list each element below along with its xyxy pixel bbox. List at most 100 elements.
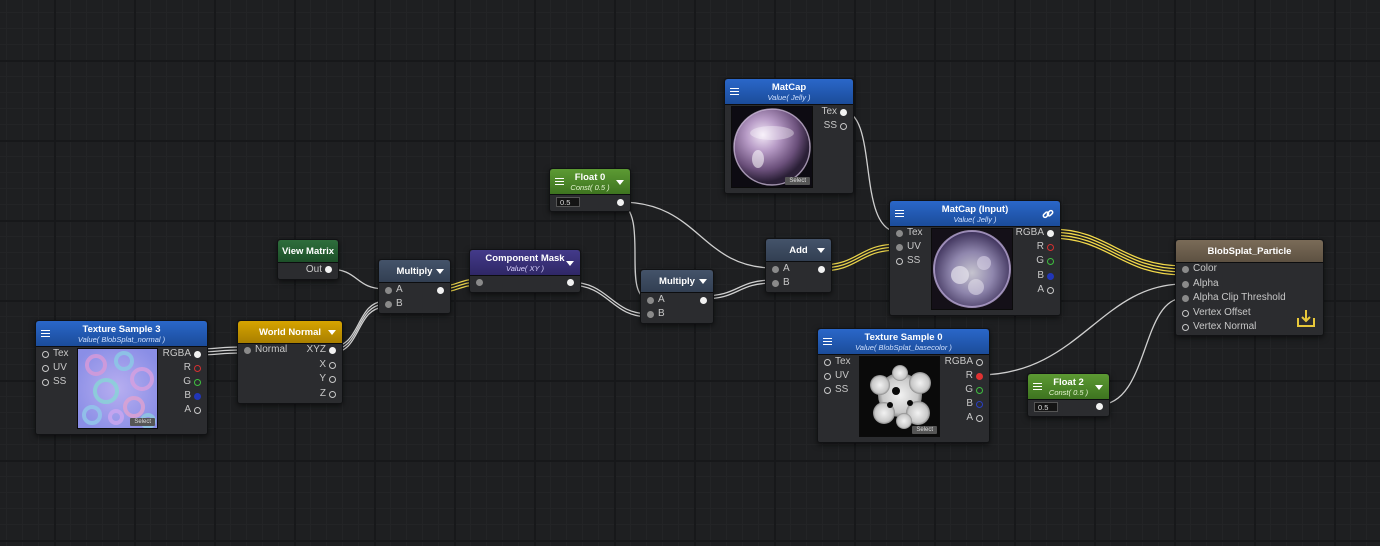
input-port-uv[interactable]	[824, 373, 831, 380]
node-header[interactable]: World Normal	[238, 321, 342, 344]
matcap-texture-node[interactable]: MatCap Value( Jelly ) Select Tex SS	[724, 78, 854, 194]
menu-icon[interactable]	[41, 329, 50, 338]
menu-icon[interactable]	[730, 87, 739, 96]
menu-icon[interactable]	[823, 337, 832, 346]
node-header[interactable]: Float 2 Const( 0.5 )	[1028, 374, 1109, 400]
dropdown-arrow-icon[interactable]	[436, 269, 444, 274]
dropdown-arrow-icon[interactable]	[1095, 384, 1103, 390]
dropdown-arrow-icon[interactable]	[699, 279, 707, 284]
float-0-node[interactable]: Float 0 Const( 0.5 ) 0.5	[549, 168, 631, 212]
dropdown-arrow-icon[interactable]	[817, 248, 825, 253]
node-header[interactable]: MatCap (Input) Value( Jelly )	[890, 201, 1060, 227]
output-port-g[interactable]	[976, 387, 983, 394]
select-button[interactable]: Select	[785, 177, 810, 185]
output-port[interactable]	[617, 199, 624, 206]
input-port-a[interactable]	[772, 266, 779, 273]
texture-sample-0-node[interactable]: Texture Sample 0 Value( BlobSplat_baseco…	[817, 328, 990, 443]
output-port-y[interactable]	[329, 376, 336, 383]
menu-icon[interactable]	[555, 177, 564, 186]
output-port-xyz[interactable]	[329, 347, 336, 354]
input-port-tex[interactable]	[42, 351, 49, 358]
input-port-alpha[interactable]	[1182, 281, 1189, 288]
output-port-b[interactable]	[194, 393, 201, 400]
input-port[interactable]	[476, 279, 483, 286]
input-port-b[interactable]	[772, 280, 779, 287]
output-port-r[interactable]	[194, 365, 201, 372]
dropdown-arrow-icon[interactable]	[616, 179, 624, 185]
menu-icon[interactable]	[895, 209, 904, 218]
add-node[interactable]: Add A B	[765, 238, 832, 293]
link-icon[interactable]	[1042, 208, 1054, 223]
input-port-ss[interactable]	[824, 387, 831, 394]
float-value-field[interactable]: 0.5	[1034, 402, 1058, 412]
dropdown-arrow-icon[interactable]	[566, 260, 574, 266]
output-port-g[interactable]	[194, 379, 201, 386]
node-header[interactable]: MatCap Value( Jelly )	[725, 79, 853, 105]
view-matrix-node[interactable]: View Matrix Out	[277, 239, 339, 280]
output-port-r[interactable]	[976, 373, 983, 380]
output-port-a[interactable]	[1047, 287, 1054, 294]
basecolor-preview: Select	[859, 356, 940, 437]
output-port-rgba[interactable]	[976, 359, 983, 366]
menu-icon[interactable]	[1033, 382, 1042, 391]
node-header[interactable]: Component Mask Value( XY )	[470, 250, 580, 276]
input-port-color[interactable]	[1182, 266, 1189, 273]
multiply-node[interactable]: Multiply A B	[378, 259, 451, 314]
output-port-rgba[interactable]	[1047, 230, 1054, 237]
input-port-uv[interactable]	[42, 365, 49, 372]
output-port-out[interactable]	[325, 266, 332, 273]
input-port-a[interactable]	[385, 287, 392, 294]
input-port-uv[interactable]	[896, 244, 903, 251]
component-mask-node[interactable]: Component Mask Value( XY )	[469, 249, 581, 293]
output-port-tex[interactable]	[840, 109, 847, 116]
node-header[interactable]: Multiply	[379, 260, 450, 283]
output-port[interactable]	[700, 297, 707, 304]
dropdown-arrow-icon[interactable]	[328, 330, 336, 335]
node-header[interactable]: Texture Sample 0 Value( BlobSplat_baseco…	[818, 329, 989, 355]
output-port-rgba[interactable]	[194, 351, 201, 358]
output-port[interactable]	[437, 287, 444, 294]
input-port-ss[interactable]	[42, 379, 49, 386]
output-port-z[interactable]	[329, 391, 336, 398]
node-subtitle: Value( BlobSplat_basecolor )	[855, 342, 952, 352]
input-port-b[interactable]	[385, 301, 392, 308]
output-port[interactable]	[818, 266, 825, 273]
output-port-ss[interactable]	[840, 123, 847, 130]
input-port-normal[interactable]	[244, 347, 251, 354]
input-port-vertex-normal[interactable]	[1182, 324, 1189, 331]
output-port[interactable]	[567, 279, 574, 286]
output-port-r[interactable]	[1047, 244, 1054, 251]
node-header[interactable]: Multiply	[641, 270, 713, 293]
master-output-node[interactable]: BlobSplat_Particle Color Alpha Alpha Cli…	[1175, 239, 1324, 336]
input-port-tex[interactable]	[896, 230, 903, 237]
world-normal-node[interactable]: World Normal Normal XYZ X Y Z	[237, 320, 343, 404]
node-header[interactable]: Texture Sample 3 Value( BlobSplat_normal…	[36, 321, 207, 347]
output-port-a[interactable]	[194, 407, 201, 414]
select-button[interactable]: Select	[130, 418, 155, 426]
input-port-a[interactable]	[647, 297, 654, 304]
node-header[interactable]: BlobSplat_Particle	[1176, 240, 1323, 263]
input-port-b[interactable]	[647, 311, 654, 318]
output-port-g[interactable]	[1047, 258, 1054, 265]
output-port-x[interactable]	[329, 362, 336, 369]
multiply-node[interactable]: Multiply A B	[640, 269, 714, 324]
select-button[interactable]: Select	[912, 426, 937, 434]
node-header[interactable]: Float 0 Const( 0.5 )	[550, 169, 630, 195]
texture-sample-3-node[interactable]: Texture Sample 3 Value( BlobSplat_normal…	[35, 320, 208, 435]
output-port-a[interactable]	[976, 415, 983, 422]
output-port-b[interactable]	[1047, 273, 1054, 280]
output-port-b[interactable]	[976, 401, 983, 408]
node-header[interactable]: View Matrix	[278, 240, 338, 263]
input-port-vertex-offset[interactable]	[1182, 310, 1189, 317]
port-label: Alpha	[1193, 278, 1219, 289]
input-port-alpha-clip-threshold[interactable]	[1182, 295, 1189, 302]
output-port[interactable]	[1096, 403, 1103, 410]
node-subtitle: Value( Jelly )	[953, 214, 997, 224]
input-port-ss[interactable]	[896, 258, 903, 265]
input-port-tex[interactable]	[824, 359, 831, 366]
float-2-node[interactable]: Float 2 Const( 0.5 ) 0.5	[1027, 373, 1110, 417]
matcap-input-node[interactable]: MatCap (Input) Value( Jelly ) Tex UV SS …	[889, 200, 1061, 316]
save-to-master-icon[interactable]	[1295, 308, 1317, 331]
node-header[interactable]: Add	[766, 239, 831, 262]
float-value-field[interactable]: 0.5	[556, 197, 580, 207]
